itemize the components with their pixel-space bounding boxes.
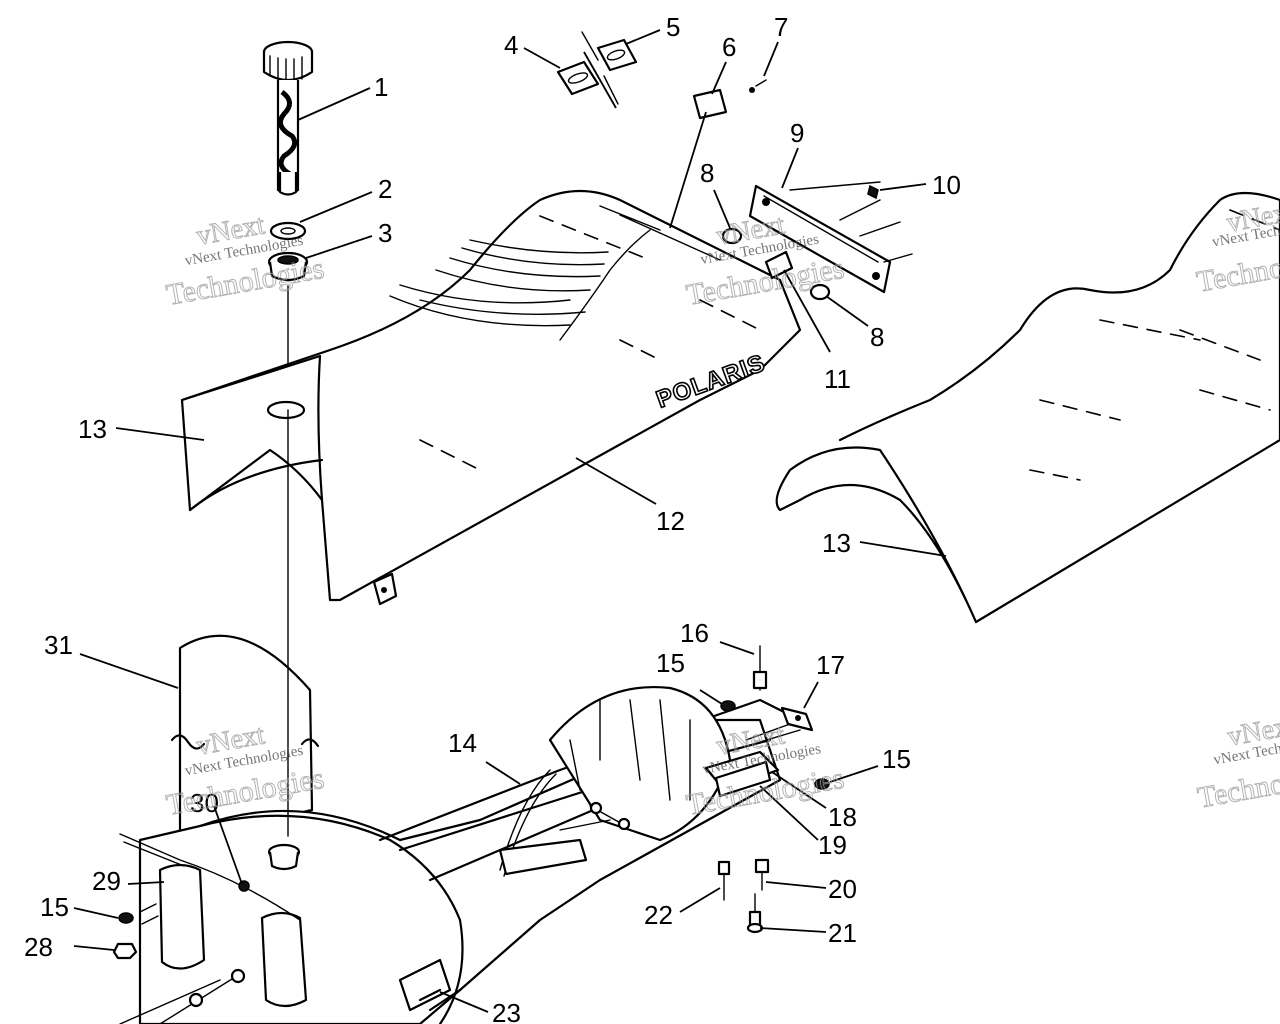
callout-1: 1 bbox=[374, 72, 388, 102]
fastener-parts bbox=[112, 645, 830, 960]
callout-2: 2 bbox=[378, 174, 392, 204]
callout-15-left: 15 bbox=[40, 892, 69, 922]
callout-18: 18 bbox=[828, 802, 857, 832]
badge-parts bbox=[556, 31, 767, 120]
taillight-bracket-parts bbox=[721, 181, 913, 301]
callout-31: 31 bbox=[44, 630, 73, 660]
callout-19: 19 bbox=[818, 830, 847, 860]
callout-9: 9 bbox=[790, 118, 804, 148]
callout-4: 4 bbox=[504, 30, 518, 60]
callout-15-right: 15 bbox=[882, 744, 911, 774]
watermark-technologies: Technologies bbox=[1194, 239, 1280, 299]
callout-15-upper: 15 bbox=[656, 648, 685, 678]
grommet-parts bbox=[267, 221, 309, 401]
callout-labels: 1 2 3 4 5 6 7 8 8 9 10 11 12 13 13 14 15… bbox=[24, 12, 961, 1024]
callout-28: 28 bbox=[24, 932, 53, 962]
callout-29: 29 bbox=[92, 866, 121, 896]
callout-6: 6 bbox=[722, 32, 736, 62]
callout-13-right: 13 bbox=[822, 528, 851, 558]
seat-cover bbox=[775, 191, 1280, 624]
fuel-cap-part bbox=[262, 40, 314, 196]
callout-30: 30 bbox=[190, 788, 219, 818]
fuel-tank-assembly bbox=[119, 409, 802, 1024]
callout-22: 22 bbox=[644, 900, 673, 930]
callout-13-left: 13 bbox=[78, 414, 107, 444]
callout-23: 23 bbox=[492, 998, 521, 1024]
callout-21: 21 bbox=[828, 918, 857, 948]
callout-14: 14 bbox=[448, 728, 477, 758]
callout-16: 16 bbox=[680, 618, 709, 648]
callout-20: 20 bbox=[828, 874, 857, 904]
leader-lines bbox=[73, 29, 947, 1013]
callout-3: 3 bbox=[378, 218, 392, 248]
callout-11: 11 bbox=[824, 364, 851, 394]
callout-17: 17 bbox=[816, 650, 845, 680]
callout-8-lower: 8 bbox=[870, 322, 884, 352]
callout-8-upper: 8 bbox=[700, 158, 714, 188]
mud-flap bbox=[170, 634, 320, 842]
callout-5: 5 bbox=[666, 12, 680, 42]
callout-10: 10 bbox=[932, 170, 961, 200]
callout-7: 7 bbox=[774, 12, 788, 42]
callout-12: 12 bbox=[656, 506, 685, 536]
